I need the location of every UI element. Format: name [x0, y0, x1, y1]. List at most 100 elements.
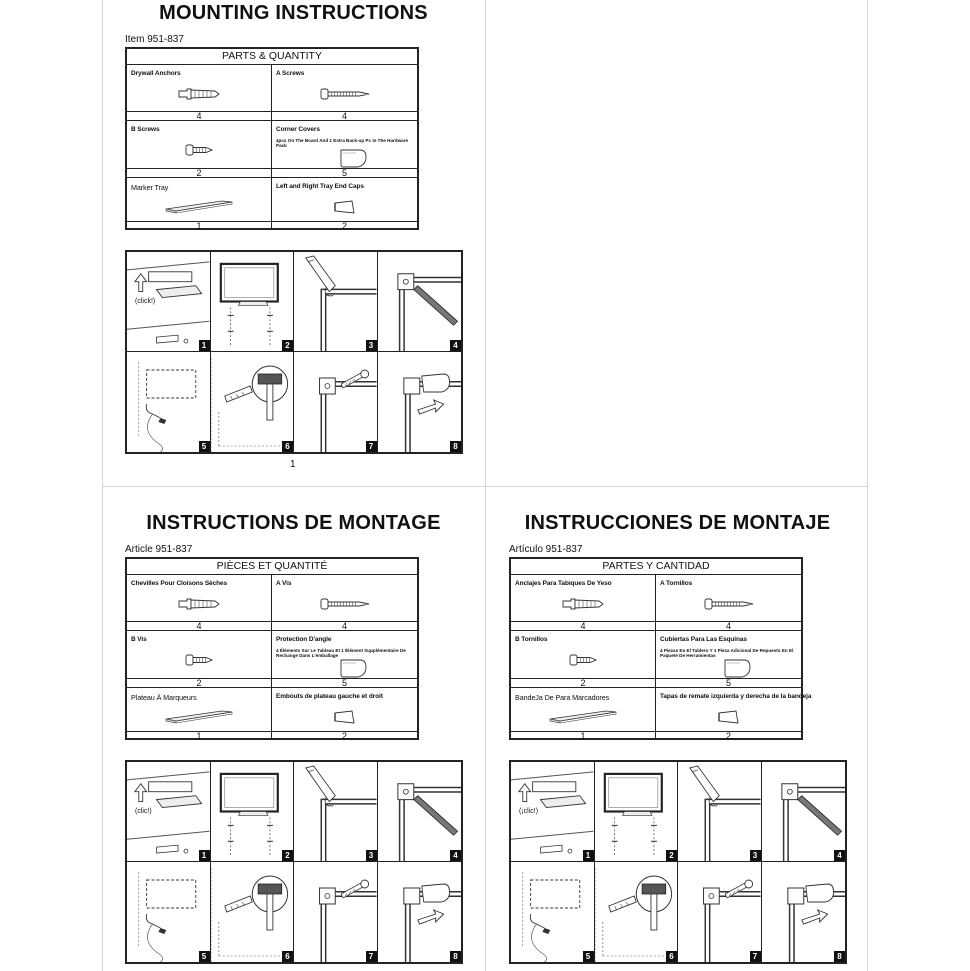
part-label: A Screws — [276, 70, 305, 77]
step-6: 6 — [210, 352, 294, 452]
part-note: 4 Éléments Sur Le Tableau Et 1 Élément S… — [276, 648, 406, 659]
step-7: 7 — [678, 862, 762, 962]
parts-cell: A Vis 4 — [272, 575, 417, 631]
part-label: A Vis — [276, 580, 292, 587]
click-label: (clic!) — [135, 808, 152, 815]
part-label: B Vis — [131, 636, 147, 643]
step-number: 7 — [365, 441, 377, 452]
part-quantity: 4 — [656, 621, 801, 631]
step-number: 7 — [365, 951, 377, 962]
parts-table-header: PARTS & QUANTITY — [127, 49, 417, 65]
part-quantity: 5 — [272, 168, 417, 178]
corner-cover-icon — [272, 143, 417, 173]
step-number: 8 — [450, 951, 461, 962]
page-divider-horizontal — [102, 486, 868, 487]
short-screw-icon — [127, 135, 271, 165]
step-1: (clic!) 1 — [127, 762, 211, 862]
end-cap-icon — [272, 702, 417, 732]
step-number: 1 — [198, 850, 210, 861]
part-quantity: 5 — [272, 678, 417, 688]
parts-cell: Tapas de remate izquierda y derecha de l… — [656, 688, 812, 741]
step-4: 4 — [377, 252, 461, 352]
step-6: 6 — [594, 862, 678, 962]
short-screw-icon — [511, 645, 655, 675]
anchor-icon — [127, 589, 271, 619]
step-number: 6 — [282, 951, 293, 962]
part-quantity: 2 — [127, 168, 271, 178]
step-4: 4 — [377, 762, 461, 862]
marker-tray-icon — [127, 702, 271, 732]
step-number: 7 — [749, 951, 761, 962]
part-quantity: 2 — [272, 221, 417, 231]
part-quantity: 2 — [127, 678, 271, 688]
parts-cell: Corner Covers 4pcs On The Board And 1 Ext… — [272, 121, 417, 178]
part-label: Left and Right Tray End Caps — [276, 183, 364, 190]
part-quantity: 2 — [511, 678, 655, 688]
page-title: MOUNTING INSTRUCTIONS — [159, 2, 428, 24]
page-divider — [485, 0, 486, 971]
step-number: 3 — [749, 850, 761, 861]
corner-cover-icon — [656, 653, 801, 683]
step-number: 6 — [666, 951, 677, 962]
step-number: 3 — [365, 340, 377, 351]
marker-tray-icon — [511, 702, 655, 732]
step-number: 8 — [834, 951, 845, 962]
step-5: 5 — [127, 862, 211, 962]
part-quantity: 4 — [272, 111, 417, 121]
item-number: Artículo 951-837 — [509, 544, 583, 555]
step-3: 3 — [294, 252, 378, 352]
step-3: 3 — [294, 762, 378, 862]
step-8: 8 — [378, 352, 461, 452]
step-8: 8 — [378, 862, 461, 962]
part-quantity: 4 — [511, 621, 655, 631]
item-number: Item 951-837 — [125, 34, 184, 45]
page-border-right — [867, 0, 868, 971]
step-number: 8 — [450, 441, 461, 452]
step-8: 8 — [762, 862, 845, 962]
part-label: Anclajes Para Tabiques De Yeso — [515, 580, 612, 587]
parts-table-header: PIÈCES ET QUANTITÉ — [127, 559, 417, 575]
part-quantity: 4 — [272, 621, 417, 631]
part-quantity: 1 — [127, 731, 271, 741]
step-1: (click!)1 — [127, 252, 211, 352]
part-note: 4pcs On The Board And 1 Extra Back-up Pc… — [276, 138, 409, 149]
part-label: BandeJa De Para Marcadores — [515, 693, 610, 702]
part-label: Corner Covers — [276, 126, 320, 133]
step-number: 1 — [582, 850, 594, 861]
page-title: INSTRUCTIONS DE MONTAGE — [146, 512, 441, 534]
step-number: 4 — [450, 340, 461, 351]
part-label: Plateau À Marqueurs — [131, 693, 197, 702]
step-number: 1 — [198, 340, 210, 351]
step-2: 2 — [210, 762, 294, 862]
step-2: 2 — [210, 252, 294, 352]
long-screw-icon — [656, 589, 801, 619]
step-number: 5 — [198, 441, 210, 452]
step-7: 7 — [294, 352, 378, 452]
anchor-icon — [127, 79, 271, 109]
step-1: (¡clic!)1 — [511, 762, 595, 862]
part-label: Marker Tray — [131, 183, 169, 192]
part-quantity: 4 — [127, 621, 271, 631]
step-2: 2 — [594, 762, 678, 862]
parts-cell: A Screws 4 — [272, 65, 417, 121]
parts-cell: Anclajes Para Tabiques De Yeso 4 — [511, 575, 656, 631]
parts-table-header: PARTES Y CANTIDAD — [511, 559, 801, 575]
long-screw-icon — [272, 79, 417, 109]
part-label: Tapas de remate izquierda y derecha de l… — [660, 693, 812, 700]
step-number: 4 — [834, 850, 845, 861]
